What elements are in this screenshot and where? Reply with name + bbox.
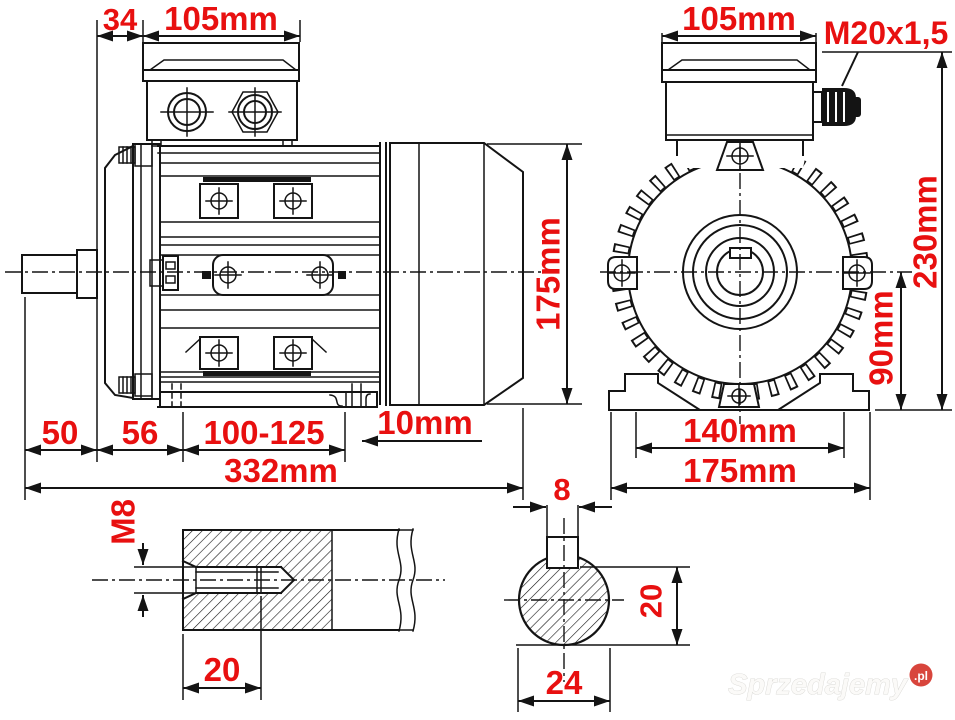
side-terminal-box (142, 42, 300, 147)
bottom-lug (717, 383, 761, 408)
dim-shaft-length: 50 (42, 414, 79, 451)
side-motor-body (104, 142, 381, 405)
dim-side-box-width: 105mm (164, 0, 278, 37)
flange-bolt-bottom (118, 373, 153, 397)
end-bell (104, 144, 135, 400)
dimension-labels: 34 105mm 105mm M20x1,5 175mm 230mm 90mm … (42, 0, 949, 701)
dim-flat-to-bottom: 20 (634, 584, 669, 618)
dim-foot-plate: 10mm (377, 404, 472, 441)
watermark-name: Sprzedajemy (728, 669, 909, 701)
dim-foot-width: 175mm (683, 452, 797, 489)
dim-front-box-width: 105mm (682, 0, 796, 37)
dim-foot-hole-spacing: 140mm (683, 412, 797, 449)
dimension-lines (25, 30, 948, 707)
right-lug (842, 256, 873, 290)
body-bolts (205, 187, 334, 367)
front-feet (608, 373, 870, 411)
dim-shaft-diameter: 24 (546, 664, 583, 701)
bearing-cap-detail (149, 255, 346, 291)
shaft-section-detail (504, 518, 624, 682)
fan-cover (385, 142, 524, 406)
tapped-hole (181, 559, 296, 601)
keyway-section (546, 536, 579, 569)
output-shaft (21, 249, 98, 299)
dim-flange-to-foot: 56 (122, 414, 159, 451)
side-view (5, 42, 545, 411)
dim-gland-thread: M20x1,5 (824, 15, 949, 51)
front-terminal-box (661, 42, 817, 171)
shaft-bore-detail (92, 528, 445, 632)
dim-terminal-box-offset: 34 (103, 2, 138, 37)
front-view (600, 42, 912, 424)
watermark-badge (909, 663, 933, 687)
cable-entry-left (160, 87, 214, 137)
cable-gland (812, 88, 861, 126)
dim-foot-slot-range: 100-125 (203, 414, 324, 451)
flange-bolt-top (118, 143, 153, 167)
dim-thread-depth: 20 (204, 651, 241, 688)
dim-overall-height: 230mm (907, 175, 944, 289)
side-feet (157, 382, 378, 411)
dim-bore-thread: M8 (105, 499, 142, 545)
dim-axis-height: 90mm (863, 290, 900, 385)
left-lug (607, 256, 638, 290)
cable-entry-right (228, 87, 282, 137)
dim-overall-length: 332mm (224, 452, 338, 489)
dim-body-height: 175mm (530, 217, 567, 331)
watermark-suffix: .pl (914, 669, 928, 683)
watermark: Sprzedajemy .pl (728, 663, 933, 701)
dim-key-width: 8 (553, 472, 570, 507)
